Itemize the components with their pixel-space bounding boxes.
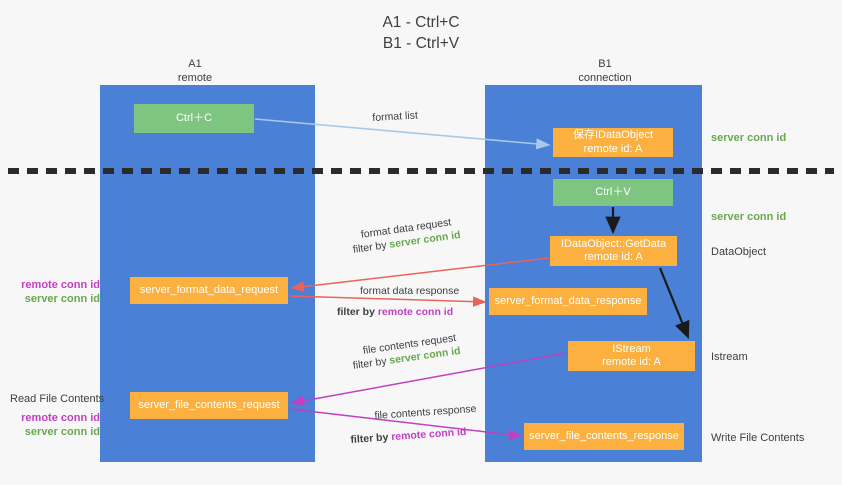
filter-prefix: filter by bbox=[352, 238, 391, 256]
page-title: A1 - Ctrl+C B1 - Ctrl+V bbox=[382, 14, 460, 52]
box-server-format-data-request[interactable]: server_format_data_request bbox=[130, 277, 288, 304]
edge-label-format-data-response: format data response bbox=[360, 285, 460, 297]
box-server-file-contents-request[interactable]: server_file_contents_request bbox=[130, 392, 288, 419]
filter-prefix: filter by bbox=[352, 354, 391, 372]
edge-label-file-contents-response: file contents response bbox=[374, 402, 477, 422]
edge-label-file-contents-response-filter: filter by remote conn id bbox=[350, 425, 467, 447]
box-ctrl-c[interactable]: Ctrl＋C bbox=[134, 104, 254, 133]
annotation-server-conn-id-top: server conn id bbox=[711, 132, 787, 144]
column-header-a1: A1 remote bbox=[130, 57, 260, 85]
box-server-format-data-response[interactable]: server_format_data_response bbox=[489, 288, 647, 315]
annotation-conn-ids-file: remote conn id server conn id bbox=[10, 411, 100, 439]
annotation-dataobject: DataObject bbox=[711, 246, 767, 258]
box-save-idataobject[interactable]: 保存IDataObject remote id: A bbox=[553, 128, 673, 157]
phase-divider-dashed-line bbox=[8, 168, 834, 174]
column-header-b1: B1 connection bbox=[540, 57, 670, 85]
annotation-server-conn-id-2: server conn id bbox=[24, 426, 100, 438]
annotation-remote-conn-id-2: remote conn id bbox=[21, 412, 100, 424]
edge-label-format-list: format list bbox=[372, 109, 419, 124]
column-header-a1-role: remote bbox=[177, 72, 213, 84]
box-istream[interactable]: IStream remote id: A bbox=[568, 341, 695, 371]
edge-label-format-data-response-filter: filter by remote conn id bbox=[337, 305, 453, 319]
column-header-a1-name: A1 bbox=[188, 58, 202, 70]
annotation-server-conn-id-mid: server conn id bbox=[711, 211, 787, 223]
annotation-remote-conn-id-1: remote conn id bbox=[21, 279, 100, 291]
column-header-b1-name: B1 bbox=[598, 58, 612, 70]
column-header-b1-role: connection bbox=[578, 72, 632, 84]
box-server-file-contents-response[interactable]: server_file_contents_response bbox=[524, 423, 684, 450]
filter-value-remote-conn-id: remote conn id bbox=[390, 425, 467, 444]
box-idataobject-getdata[interactable]: IDataObject::GetData remote id: A bbox=[550, 236, 677, 266]
annotation-istream: Istream bbox=[711, 351, 748, 363]
annotation-write-file-contents: Write File Contents bbox=[711, 432, 805, 444]
annotation-read-file-contents: Read File Contents bbox=[10, 393, 105, 405]
filter-prefix: filter by bbox=[337, 306, 378, 318]
annotation-conn-ids-format: remote conn id server conn id bbox=[10, 278, 100, 306]
filter-prefix: filter by bbox=[350, 431, 392, 446]
box-ctrl-v[interactable]: Ctrl＋V bbox=[553, 179, 673, 206]
annotation-server-conn-id-1: server conn id bbox=[24, 293, 100, 305]
filter-value-remote-conn-id: remote conn id bbox=[377, 306, 454, 318]
